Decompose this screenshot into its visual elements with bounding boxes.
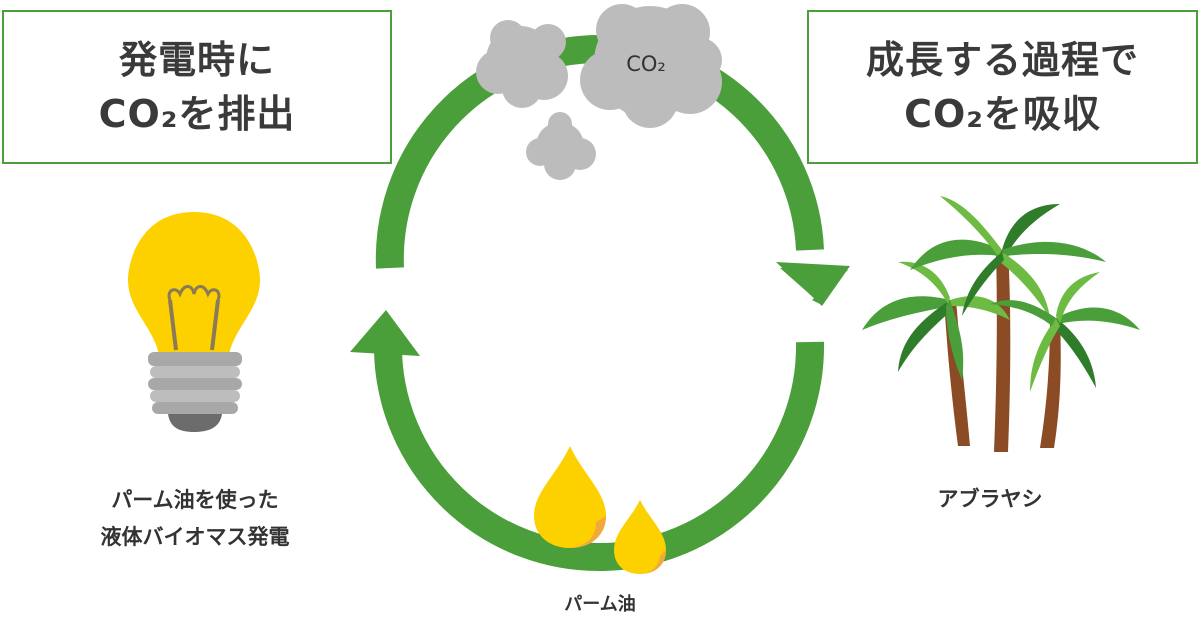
emission-line1: 発電時に [118,38,275,82]
cycle-arrow-bottom [374,341,825,572]
oil-caption: パーム油 [564,594,636,615]
bulb-caption: パーム油を使った 液体バイオマス発電 [40,482,350,556]
palm-tree-icon [862,196,1140,452]
tree-caption: アブラヤシ [937,487,1043,511]
cycle-arrows [350,34,850,572]
co2-cloud-label: CO₂ [626,52,666,76]
cloud-small-left [476,20,568,108]
cloud-large [580,4,722,128]
oil-drop-icon [534,446,666,574]
emission-box: 発電時に CO₂を排出 [2,10,392,164]
cloud-small-bottom [526,112,596,180]
cycle-arrowhead-left [350,310,420,356]
absorption-line1: 成長する過程で [865,38,1139,82]
bulb-caption-line2: 液体バイオマス発電 [100,525,290,549]
emission-line2: CO₂を排出 [98,92,296,136]
bulb-caption-line1: パーム油を使った [111,488,279,512]
cycle-arrow-top [375,34,824,269]
absorption-box: 成長する過程で CO₂を吸収 [807,10,1198,164]
absorption-line2: CO₂を吸収 [904,92,1101,136]
co2-clouds: CO₂ [476,4,722,180]
light-bulb-icon [128,212,260,432]
